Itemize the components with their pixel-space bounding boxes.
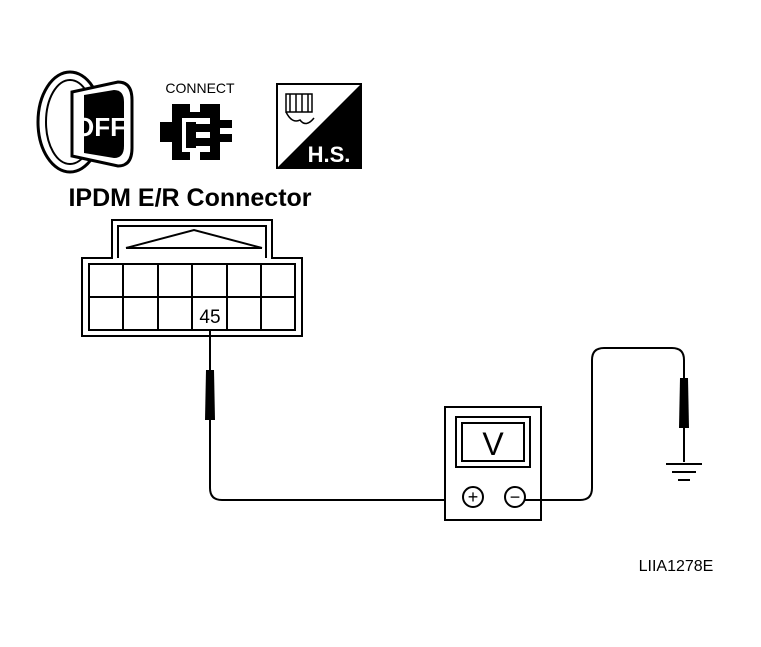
harness-side-icon: H.S. bbox=[276, 83, 362, 169]
negative-lead-wire bbox=[525, 347, 685, 501]
ignition-off-key-icon: OFF bbox=[36, 70, 134, 174]
negative-probe bbox=[679, 378, 689, 462]
ground-icon bbox=[666, 463, 702, 481]
ignition-off-text: OFF bbox=[74, 112, 126, 142]
positive-probe bbox=[205, 330, 215, 420]
connector-connect-icon: CONNECT bbox=[160, 80, 235, 160]
figure-id: LIIA1278E bbox=[639, 558, 714, 575]
terminal-label: 45 bbox=[199, 307, 220, 328]
connect-label: CONNECT bbox=[165, 80, 235, 96]
connector-title: IPDM E/R Connector bbox=[68, 184, 311, 212]
harness-side-text: H.S. bbox=[308, 142, 351, 167]
connector-body bbox=[81, 219, 303, 337]
positive-lead-wire bbox=[209, 420, 463, 501]
voltmeter-icon: V + − bbox=[444, 406, 542, 521]
meter-display: V bbox=[482, 426, 504, 462]
negative-symbol: − bbox=[510, 487, 521, 507]
positive-terminal bbox=[462, 486, 484, 508]
negative-terminal bbox=[504, 486, 526, 508]
positive-symbol: + bbox=[468, 487, 479, 507]
